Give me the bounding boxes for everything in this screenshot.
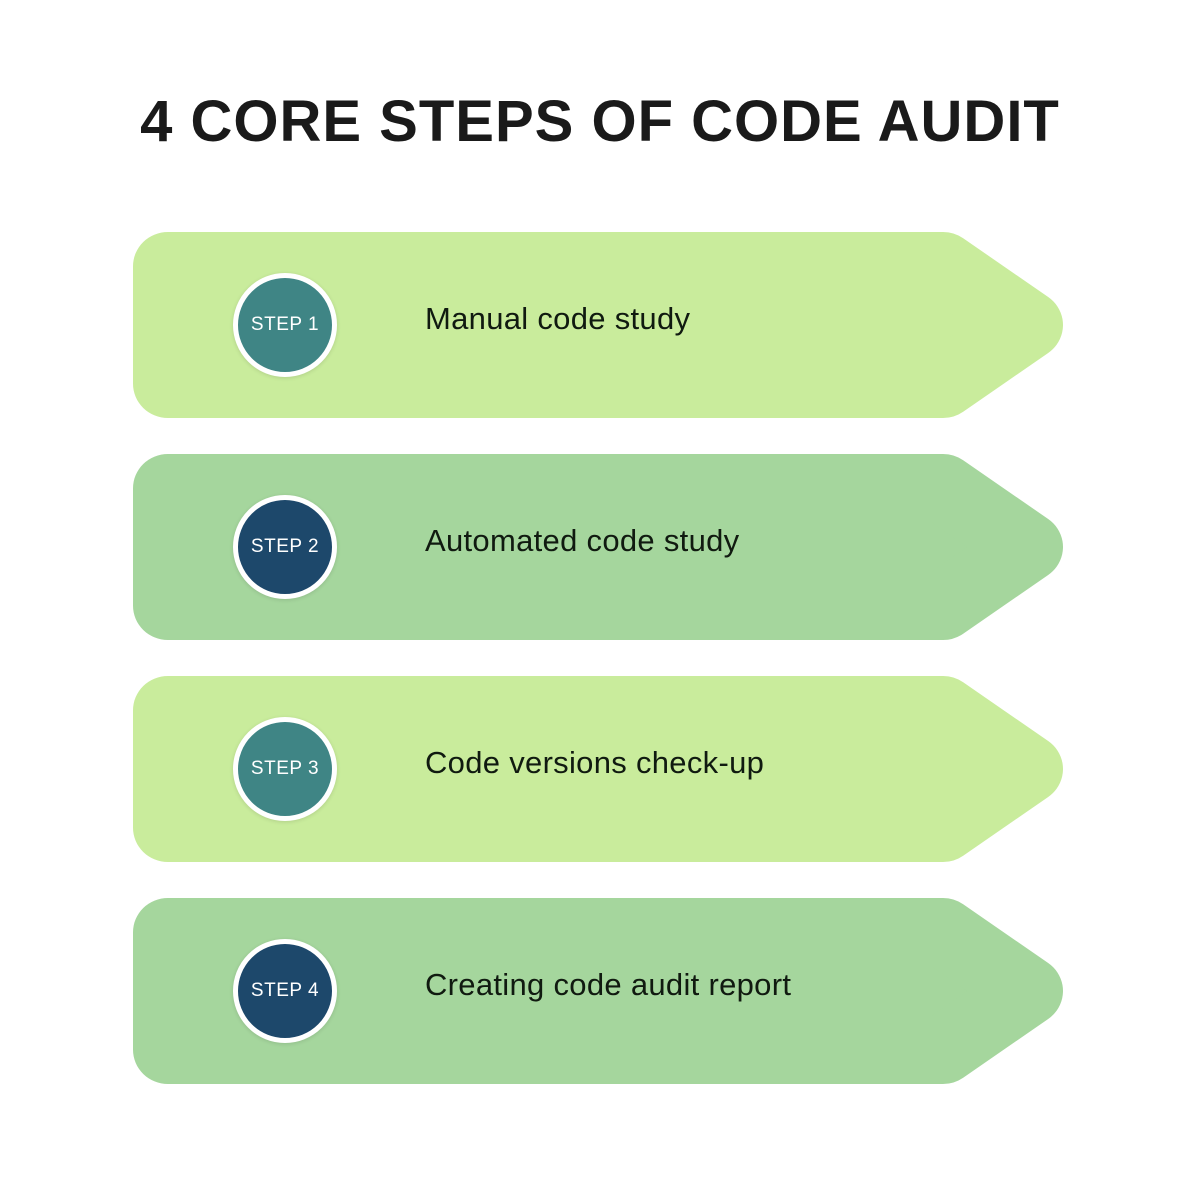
step-banner-4: STEP 4 Creating code audit report	[133, 898, 1063, 1084]
step-badge-circle: STEP 2	[233, 495, 337, 599]
step-badge-circle: STEP 3	[233, 717, 337, 821]
arrow-banner-shape	[133, 232, 1063, 418]
step-label: Creating code audit report	[425, 967, 792, 1002]
step-banner-2: STEP 2 Automated code study	[133, 454, 1063, 640]
arrow-banner-shape	[133, 454, 1063, 640]
steps-list: STEP 1 Manual code study STEP 2 Automate…	[133, 232, 1063, 1084]
step-badge-label: STEP 1	[250, 314, 320, 335]
step-badge-circle: STEP 1	[233, 273, 337, 377]
step-badge-label: STEP 4	[250, 980, 320, 1001]
step-banner-content: STEP 4 Creating code audit report	[133, 898, 1063, 1084]
page-title: 4 CORE STEPS OF CODE AUDIT	[140, 89, 1060, 154]
step-badge-label: STEP 2	[250, 536, 320, 557]
step-badge-label: STEP 3	[250, 758, 320, 779]
step-banner-1: STEP 1 Manual code study	[133, 232, 1063, 418]
step-label: Automated code study	[425, 523, 740, 558]
step-banner-3: STEP 3 Code versions check-up	[133, 676, 1063, 862]
step-banner-content: STEP 2 Automated code study	[133, 454, 1063, 640]
arrow-banner-shape	[133, 676, 1063, 862]
step-label: Manual code study	[425, 301, 691, 336]
step-banner-content: STEP 1 Manual code study	[133, 232, 1063, 418]
step-banner-content: STEP 3 Code versions check-up	[133, 676, 1063, 862]
step-badge-circle: STEP 4	[233, 939, 337, 1043]
step-label: Code versions check-up	[425, 745, 765, 780]
arrow-banner-shape	[133, 898, 1063, 1084]
